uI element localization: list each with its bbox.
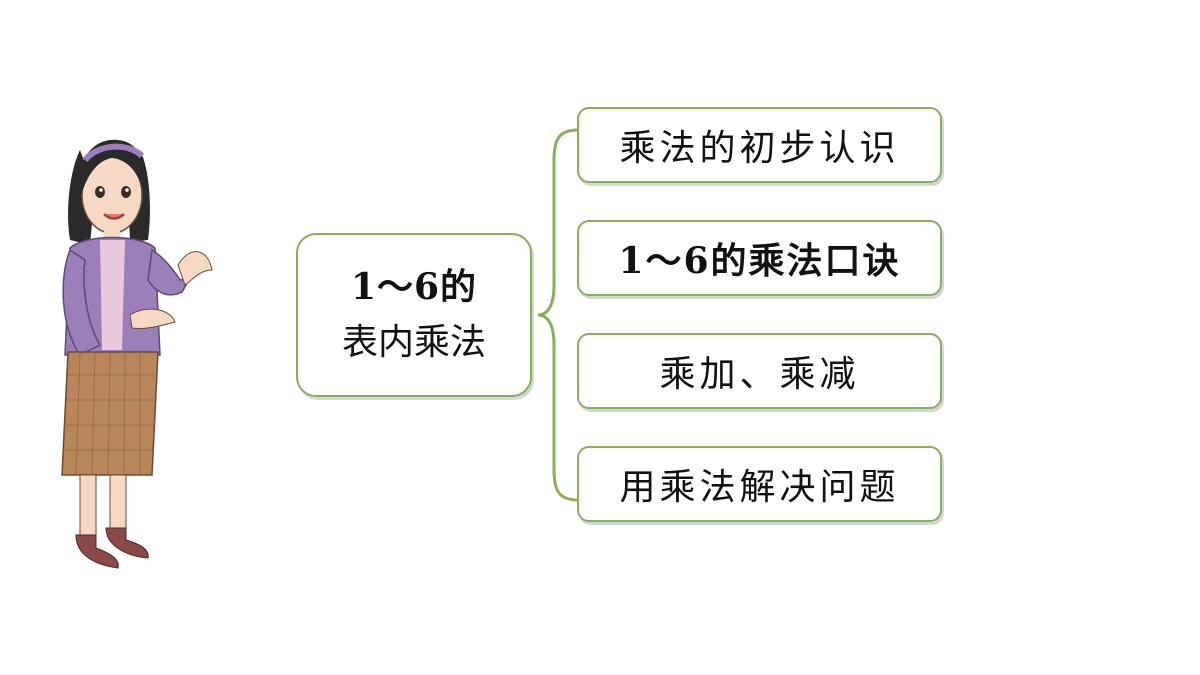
branch-label: 乘法的初步认识 [619,128,900,169]
root-node: 1～6的 表内乘法 [296,233,532,397]
teacher-illustration [61,139,213,569]
root-title-line1: 1～6的 [350,266,478,308]
branch-label: 乘加、乘减 [659,354,860,395]
branch-2: 1～6的乘法口诀 [577,220,942,296]
branch-4: 用乘法解决问题 [577,446,942,522]
branch-3: 乘加、乘减 [577,333,942,409]
branch-1: 乘法的初步认识 [577,107,942,183]
brace-connector [537,128,580,502]
branch-label: 用乘法解决问题 [619,467,900,508]
root-title-line2: 表内乘法 [341,322,486,363]
branch-label: 1～6的乘法口诀 [618,240,901,282]
